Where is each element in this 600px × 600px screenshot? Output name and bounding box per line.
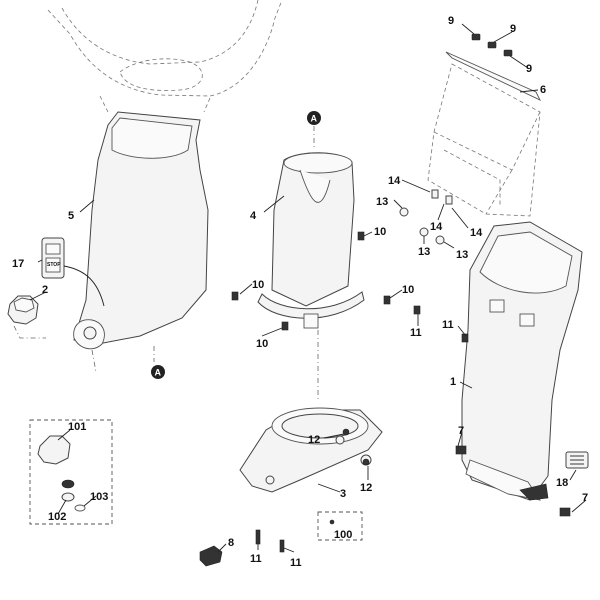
callout-18: 18 [556,477,568,489]
callout-10c: 10 [256,338,268,350]
marker-a-bottom-text: A [155,368,162,378]
callout-10a: 10 [374,226,386,238]
callout-17: 17 [12,258,24,270]
callout-101: 101 [68,421,86,433]
callout-9c: 9 [526,63,532,75]
callout-10b: 10 [252,279,264,291]
callout-13c: 13 [456,249,468,261]
callout-102: 102 [48,511,66,523]
part-6-cage [427,51,541,217]
callout-11b: 11 [442,319,454,331]
callout-11c: 11 [250,553,262,565]
callout-11a: 11 [410,327,422,339]
callout-12b: 12 [360,482,372,494]
part-5-housing [73,111,209,350]
part-3-base [239,407,383,493]
marker-a-top-text: A [311,114,318,124]
dash-lines-a [91,346,155,373]
callout-14b: 14 [430,221,443,233]
callout-7a: 7 [458,425,464,437]
callout-14c: 14 [470,227,483,239]
callout-10d: 10 [402,284,414,296]
marker-a-top: A [307,111,321,125]
callout-9b: 9 [510,23,516,35]
callout-5: 5 [68,210,74,222]
callout-8: 8 [228,537,234,549]
ghost-hopper [47,0,283,113]
callout-1: 1 [450,376,456,388]
callout-11d: 11 [290,557,302,569]
callout-7b: 7 [582,492,588,504]
callout-6: 6 [540,84,546,96]
leader-lines [29,23,587,553]
part-1-housing [461,221,583,501]
part-2-knob [7,295,46,339]
part-4-chute-cone [257,152,365,400]
callout-4: 4 [250,210,257,222]
fasteners [231,33,571,553]
callout-labels: 1 2 3 4 5 6 7 7 8 9 9 9 10 10 10 10 11 1… [12,15,588,569]
callout-14a: 14 [388,175,401,187]
callout-13a: 13 [376,196,388,208]
callout-103: 103 [90,491,108,503]
marker-a-bottom: A [151,365,165,379]
callout-3: 3 [340,488,346,500]
callout-12a: 12 [308,434,320,446]
part-18-pad [565,451,589,469]
switch-stop-label: STOP [47,262,61,268]
part-17-switch: STOP [41,237,105,307]
callout-2: 2 [42,284,48,296]
callout-100: 100 [334,529,352,541]
callout-9a: 9 [448,15,454,27]
kit-box-101 [29,419,113,525]
kit-box-100 [317,511,363,541]
part-8-foot [199,545,223,567]
callout-13b: 13 [418,246,430,258]
